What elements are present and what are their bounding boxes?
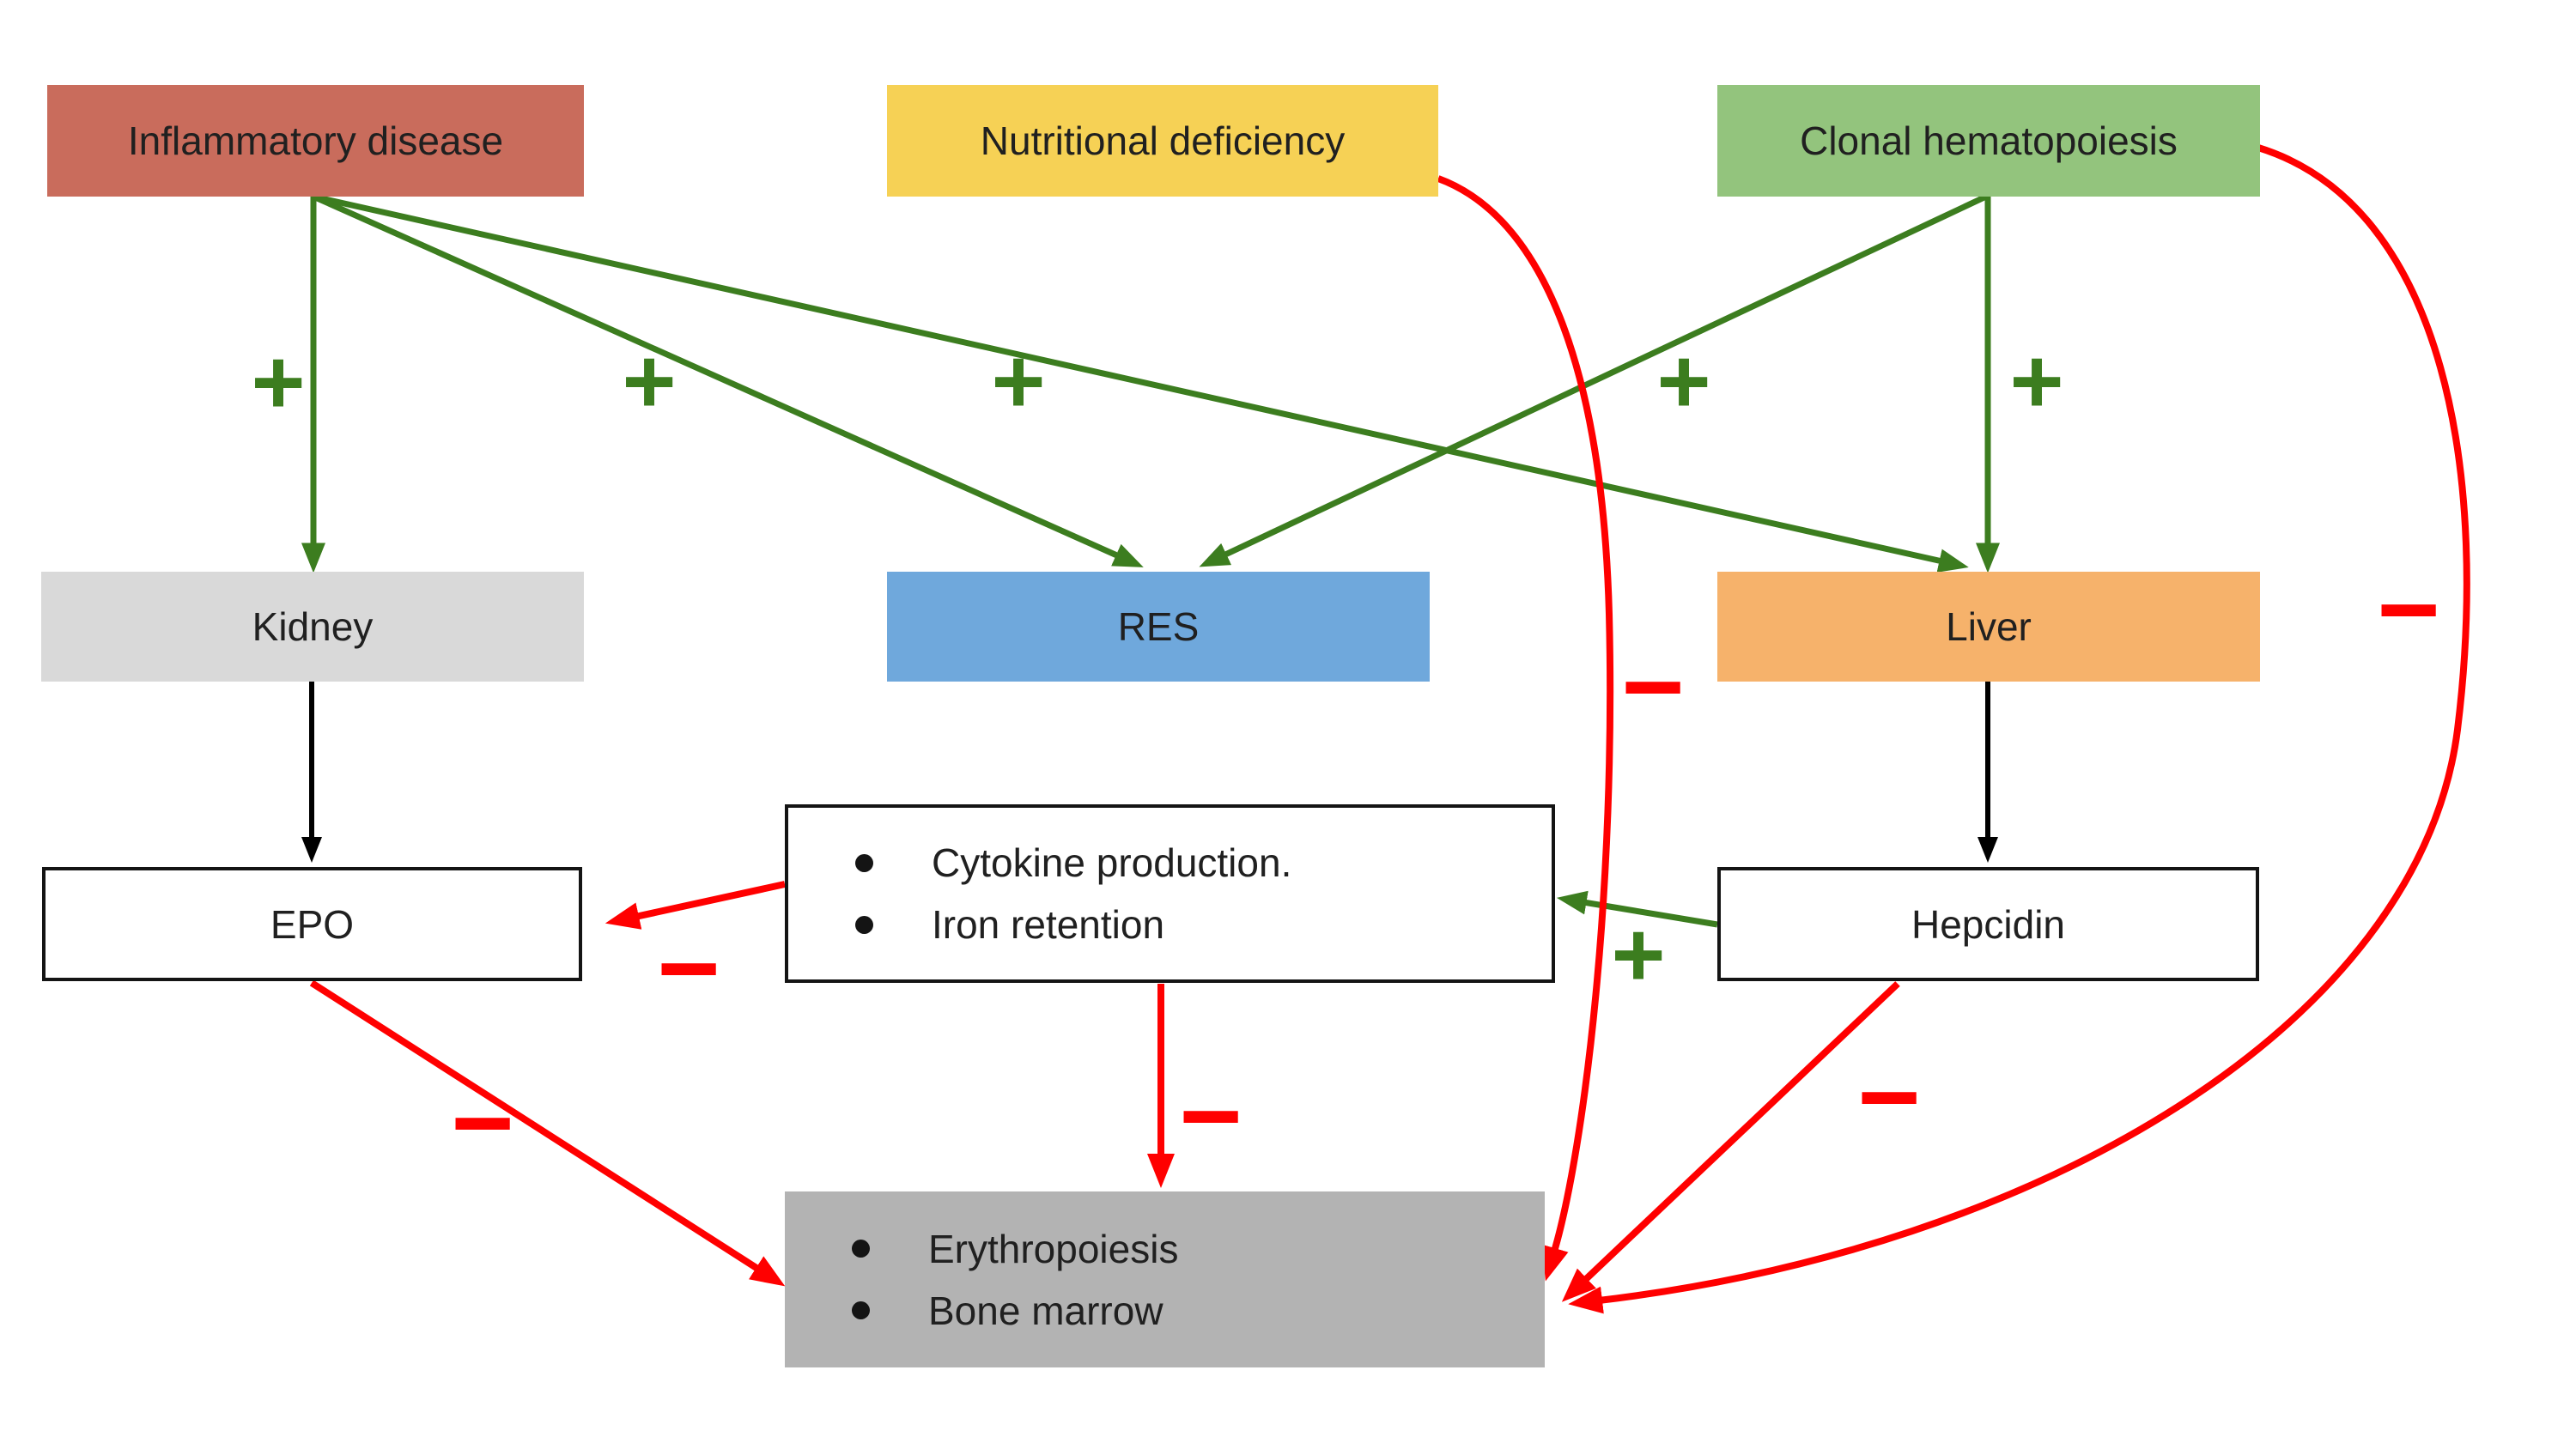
edge-epo-marrow: [309, 979, 786, 1287]
bullet-label: Iron retention: [932, 902, 1165, 947]
plus-sign-hepcidin-cytokine: +: [1611, 902, 1666, 1006]
node-liver: Liver: [1717, 572, 2260, 682]
node-kidney: Kidney: [41, 572, 584, 682]
node-erythropoiesis-marrow: Erythropoiesis Bone marrow: [785, 1191, 1545, 1367]
bullet-label: Cytokine production.: [932, 840, 1292, 885]
edge-inflammatory-liver: [313, 193, 1969, 573]
node-nutritional-deficiency: Nutritional deficiency: [887, 85, 1438, 197]
node-res: RES: [887, 572, 1430, 682]
bullet-item: Iron retention: [788, 901, 1552, 948]
edge-inflammatory-res: [312, 193, 1144, 567]
plus-sign-inflammatory-res: +: [622, 329, 677, 433]
node-label: Inflammatory disease: [127, 118, 504, 163]
plus-sign-clonal-liver: +: [2009, 329, 2064, 433]
edge-clonal-marrow: [1568, 144, 2470, 1314]
minus-sign-epo-marrow: −: [451, 1062, 514, 1183]
minus-sign-cytokine-epo: −: [657, 907, 720, 1028]
node-clonal-hematopoiesis: Clonal hematopoiesis: [1717, 85, 2260, 197]
bullet-item: Erythropoiesis: [785, 1226, 1545, 1272]
node-epo: EPO: [42, 867, 582, 981]
edge-hepcidin-marrow: [1561, 981, 1900, 1302]
plus-sign-inflammatory-kidney: +: [251, 330, 306, 433]
bullet-dot: [852, 1240, 870, 1258]
plus-sign-clonal-res: +: [1656, 329, 1711, 433]
node-label: Liver: [1946, 604, 2032, 649]
node-inflammatory-disease: Inflammatory disease: [47, 85, 584, 197]
node-label: Clonal hematopoiesis: [1800, 118, 2178, 163]
minus-sign-nutritional-marrow: −: [1621, 626, 1685, 747]
node-label: Kidney: [252, 604, 374, 649]
node-label: Nutritional deficiency: [980, 118, 1346, 163]
node-cytokine-iron: Cytokine production. Iron retention: [785, 804, 1555, 983]
bullet-label: Bone marrow: [928, 1288, 1163, 1333]
node-label: Hepcidin: [1911, 901, 2065, 947]
edge-clonal-res: [1199, 192, 1990, 567]
minus-sign-hepcidin-marrow: −: [1857, 1036, 1921, 1157]
bullet-item: Bone marrow: [785, 1288, 1545, 1334]
bullet-label: Erythropoiesis: [928, 1226, 1179, 1271]
bullet-dot: [855, 853, 873, 872]
edge-cytokine-epo: [605, 881, 786, 930]
node-hepcidin: Hepcidin: [1717, 867, 2259, 981]
bullet-dot: [852, 1301, 870, 1319]
plus-sign-inflammatory-liver: +: [991, 329, 1046, 433]
edge-nutritional-marrow: [1437, 175, 1614, 1282]
minus-sign-cytokine-marrow: −: [1179, 1055, 1242, 1176]
node-label: EPO: [270, 901, 355, 947]
bullet-item: Cytokine production.: [788, 840, 1552, 886]
minus-sign-clonal-marrow: −: [2377, 549, 2440, 670]
node-label: RES: [1117, 604, 1200, 649]
bullet-dot: [855, 915, 873, 934]
